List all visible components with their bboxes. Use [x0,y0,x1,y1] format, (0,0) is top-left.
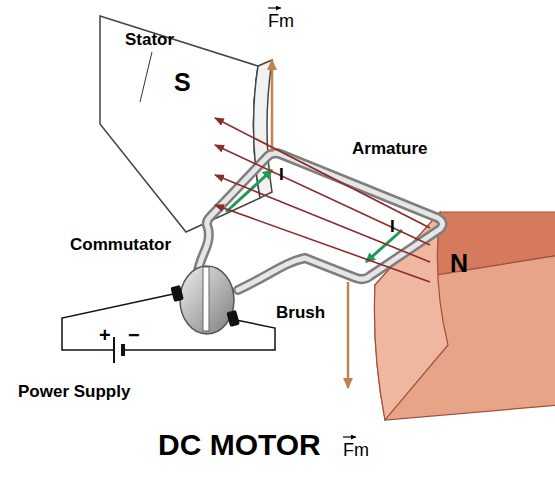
part-name: Armature [352,140,428,157]
battery-plate [121,344,125,356]
magnet-north: N [430,215,555,415]
polarity-sign: − [128,325,140,345]
circuit-wire [125,320,275,350]
magnet-outline [430,215,555,415]
force-arrow [271,60,274,152]
part-name: Brush [276,304,325,321]
diagram-title: DC MOTOR [158,430,321,460]
current-symbol: I [279,166,284,183]
commutator-drum [180,266,234,334]
part-name: Commutator [70,236,171,253]
magnet-face [100,16,260,232]
force-symbol: Fm [268,12,294,30]
battery-plate [113,337,115,363]
brush-block [170,285,184,302]
magnet-outline [150,20,215,230]
magnet-south: S [150,20,215,230]
pole-letter: S [174,70,191,95]
brush-block [226,310,240,327]
polarity-sign: + [99,325,111,345]
vector-mark [343,436,356,437]
commutator-gap [203,267,209,331]
pole-face [253,60,272,198]
current-symbol: I [390,218,395,235]
vector-mark [268,7,281,8]
force-arrow [347,282,350,388]
current-arrow [366,230,402,262]
part-name: Stator [125,31,174,48]
circuit-wire [62,293,178,350]
pole-letter: N [450,251,468,276]
part-name: Power Supply [18,383,130,400]
force-symbol: Fm [343,441,369,459]
pole-face [374,212,448,420]
